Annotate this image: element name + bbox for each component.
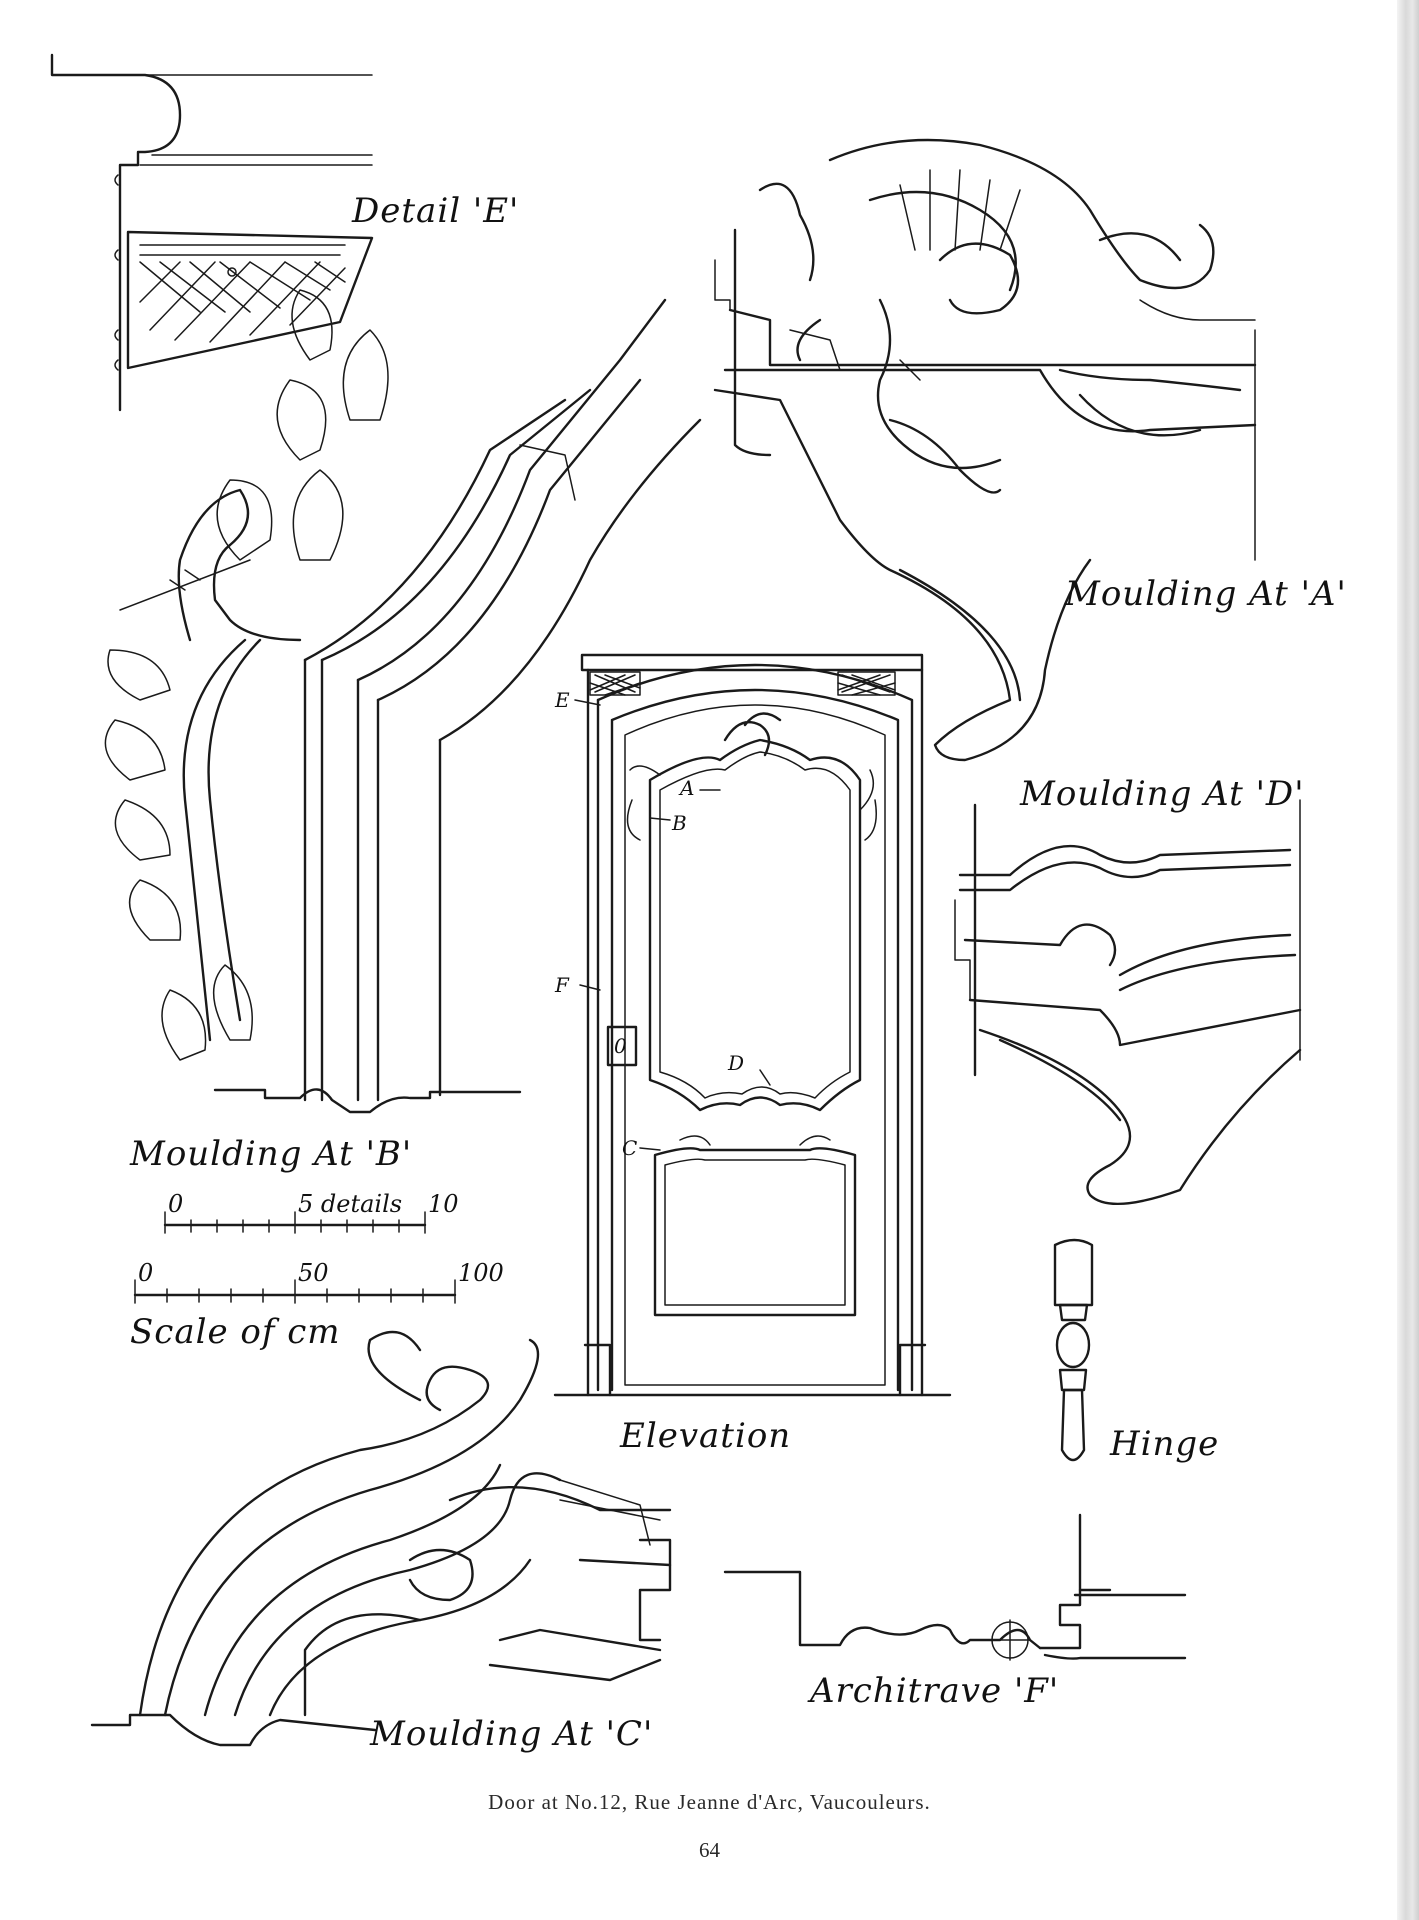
lock-mark: 0 xyxy=(614,1034,627,1058)
scale-details-mid: 5 details xyxy=(298,1190,402,1218)
scale-cm-label: Scale of cm xyxy=(130,1312,341,1352)
hinge-label: Hinge xyxy=(1109,1424,1219,1464)
elevation-letter-b: B xyxy=(671,811,687,835)
elevation-letter-e: E xyxy=(554,688,570,712)
scale-details-start: 0 xyxy=(168,1190,183,1218)
figure-caption: Door at No.12, Rue Jeanne d'Arc, Vaucoul… xyxy=(488,1790,931,1814)
detail-e-drawing: Detail 'E' xyxy=(50,53,519,412)
scale-cm-mid: 50 xyxy=(298,1259,329,1287)
moulding-b-drawing xyxy=(104,289,702,1114)
book-binding-edge xyxy=(1397,0,1419,1920)
elevation-letter-d: D xyxy=(727,1051,744,1075)
scale-cm-end: 100 xyxy=(458,1259,504,1287)
elevation-letter-c: C xyxy=(622,1136,637,1160)
scale-cm-start: 0 xyxy=(138,1259,153,1287)
elevation-label: Elevation xyxy=(619,1416,791,1456)
moulding-c-drawing xyxy=(90,1330,672,1747)
moulding-d-drawing xyxy=(954,799,1302,1205)
elevation-letter-a: A xyxy=(678,776,694,800)
page-number: 64 xyxy=(699,1838,720,1862)
hinge-drawing xyxy=(1053,1238,1094,1462)
architrave-f-label: Architrave 'F' xyxy=(807,1671,1059,1711)
moulding-a-drawing xyxy=(713,138,1257,762)
architrave-f-drawing xyxy=(723,1513,1187,1661)
moulding-b-label: Moulding At 'B' xyxy=(129,1134,412,1174)
scale-details-end: 10 xyxy=(428,1190,459,1218)
detail-e-label: Detail 'E' xyxy=(351,191,519,231)
elevation-drawing: 0 E A B F D C xyxy=(553,653,952,1397)
moulding-a-label: Moulding At 'A' xyxy=(1064,574,1347,614)
scale-details: 0 5 details 10 xyxy=(163,1190,459,1234)
elevation-letter-f: F xyxy=(554,973,570,997)
moulding-d-label: Moulding At 'D' xyxy=(1019,774,1305,814)
scale-cm: 0 50 100 Scale of cm xyxy=(130,1259,504,1352)
moulding-c-label: Moulding At 'C' xyxy=(369,1714,653,1754)
